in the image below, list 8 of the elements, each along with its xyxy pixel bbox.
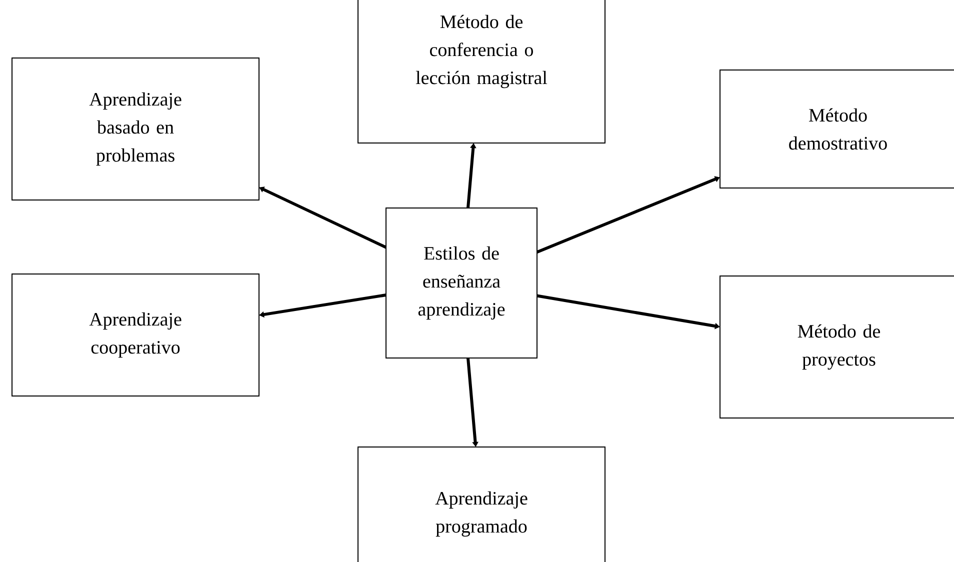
- method-box: Aprendizaje basado en problemas: [12, 58, 260, 200]
- method-box: Método demostrativo: [720, 70, 954, 188]
- method-box: Método de conferencia o lección magistral: [358, 0, 606, 144]
- method-box: Aprendizaje cooperativo: [12, 274, 260, 396]
- center-box: Estilos de enseñanza aprendizaje: [386, 208, 538, 358]
- method-box: Aprendizaje programado: [358, 446, 606, 562]
- block-arrow: [259, 186, 387, 249]
- method-box: Método de proyectos: [720, 276, 954, 418]
